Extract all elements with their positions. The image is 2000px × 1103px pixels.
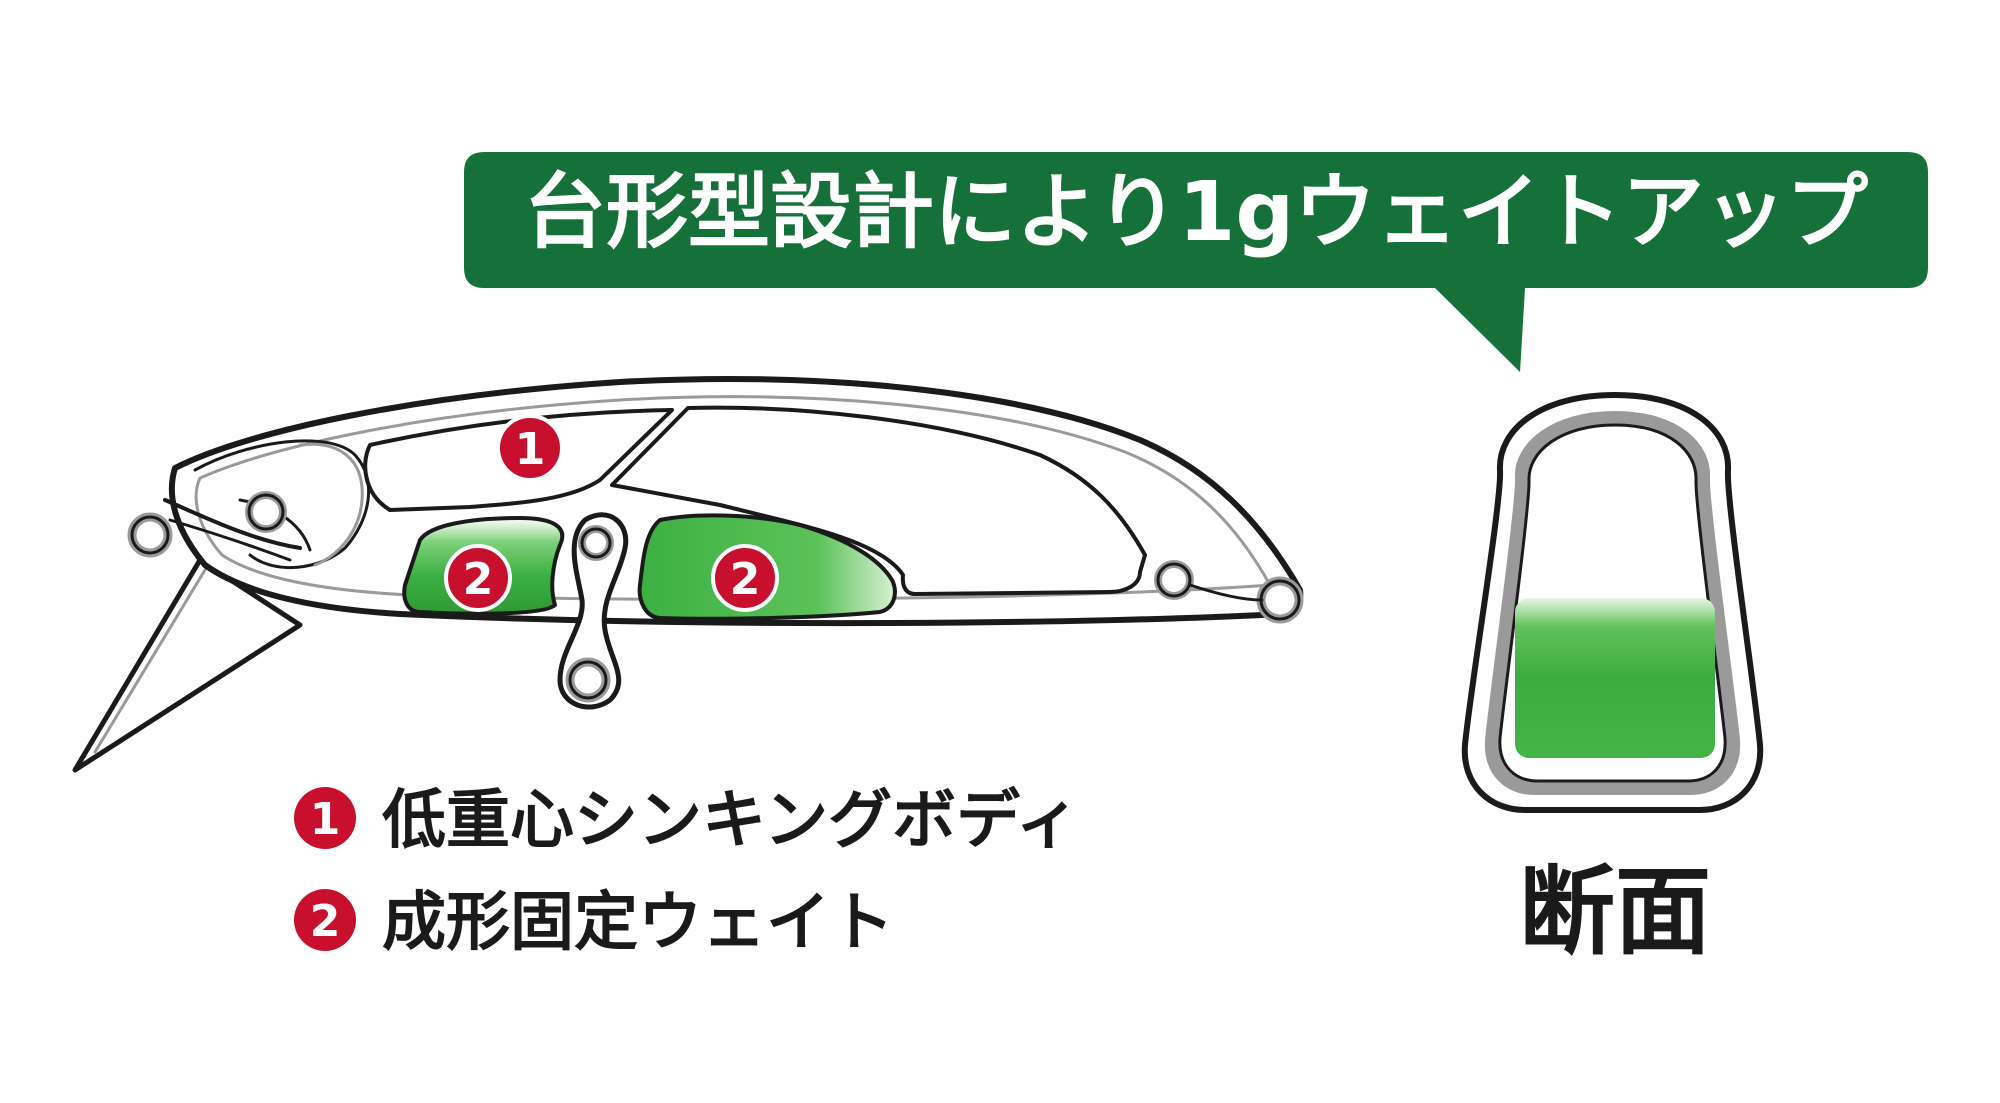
svg-text:2: 2 — [730, 554, 761, 605]
legend-label-1: 低重心シンキングボディ — [382, 784, 1080, 858]
callout-shape — [464, 152, 1928, 372]
lure-marker-2-left: 2 — [444, 544, 512, 612]
legend-item-1: 1 低重心シンキングボディ — [294, 784, 1080, 858]
chamber-1 — [363, 408, 674, 512]
legend-badge-1 — [294, 787, 356, 849]
svg-text:1: 1 — [310, 794, 341, 845]
lure-lip — [72, 557, 303, 773]
svg-text:2: 2 — [463, 554, 494, 605]
legend: 1 低重心シンキングボディ 2 成形固定ウェイト — [294, 784, 1080, 960]
cross-section-weight — [1515, 598, 1715, 758]
lure-marker-1: 1 — [496, 414, 564, 482]
svg-text:1: 1 — [515, 424, 546, 475]
cross-section: 断面 — [1461, 391, 1764, 968]
lure-illustration — [72, 376, 1304, 773]
legend-label-2: 成形固定ウェイト — [382, 886, 894, 960]
center-wire-eye — [557, 512, 629, 710]
chamber-rear — [610, 405, 1147, 596]
svg-text:2: 2 — [310, 896, 341, 947]
callout-bubble: 台形型設計により1gウェイトアップ — [464, 152, 1928, 372]
cross-section-label: 断面 — [1519, 856, 1711, 968]
callout-text: 台形型設計により1gウェイトアップ — [524, 165, 1868, 260]
legend-item-2: 2 成形固定ウェイト — [294, 886, 894, 960]
lure-marker-2-right: 2 — [711, 544, 779, 612]
legend-badge-2 — [294, 889, 356, 951]
